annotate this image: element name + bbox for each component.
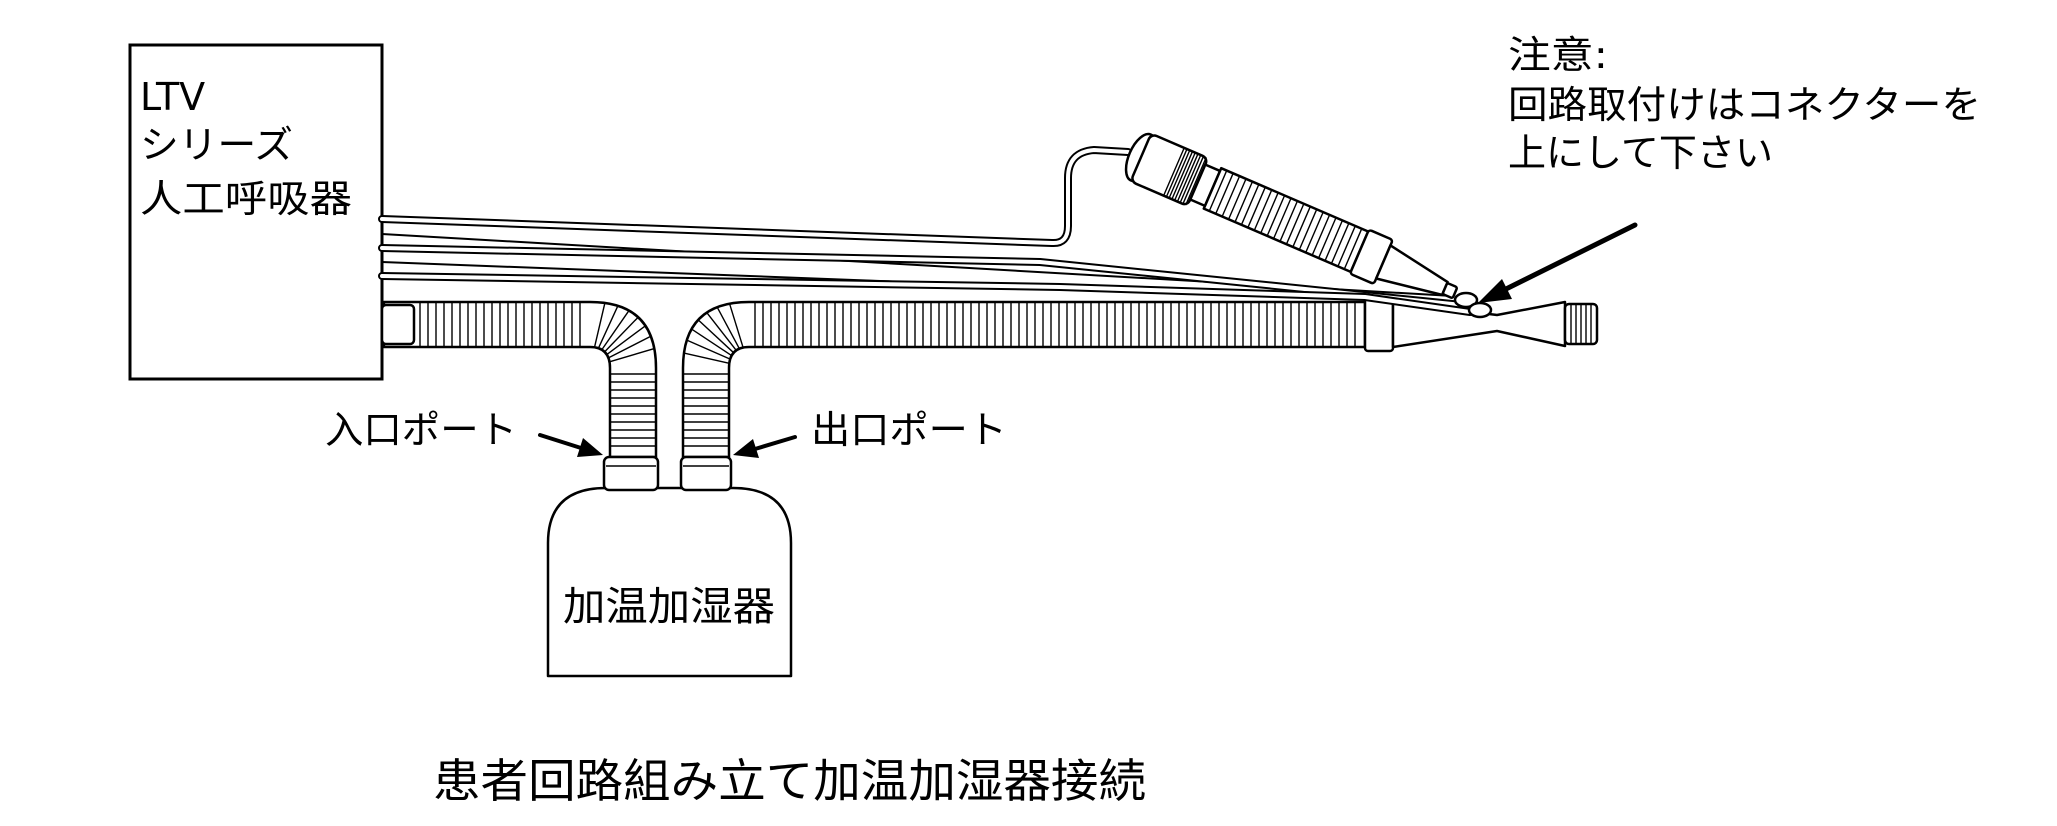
corrugation-line <box>1330 222 1350 264</box>
valve-tube-corrugations <box>1208 170 1363 270</box>
corrugation-line <box>683 352 730 364</box>
inlet-port-callout: 入口ポート <box>325 408 603 457</box>
corrugation-line <box>1272 197 1292 239</box>
patient-wye-connector <box>1363 296 1599 353</box>
sensing-fittings <box>1453 291 1493 319</box>
outlet-port-callout: 出口ポート <box>733 408 1007 458</box>
corrugation-line <box>1215 173 1234 215</box>
sensing-tube-lumen <box>380 246 1464 307</box>
pressure-tube-lumen <box>380 148 1130 246</box>
inlet-arrow-shaft <box>538 433 583 450</box>
knurl-line <box>1176 153 1199 202</box>
corrugation-line <box>1234 181 1254 223</box>
inlet-tube-corrugations <box>419 302 656 447</box>
caution-line-1: 回路取付けはコネクターを <box>1508 83 1981 127</box>
ventilator-label-line-3: 人工呼吸器 <box>140 177 352 221</box>
knurl-line <box>1185 157 1207 206</box>
knurl-line <box>1182 155 1205 205</box>
knurl-line <box>1179 154 1202 204</box>
caution-line-2: 上にして下さい <box>1508 131 1773 175</box>
corrugation-line <box>1208 170 1228 212</box>
outlet-tube <box>681 300 1367 459</box>
caution-arrow-shaft <box>1503 222 1638 292</box>
corrugation-line <box>1343 228 1363 270</box>
ventilator-label-line-2: シリーズ <box>140 123 293 167</box>
knurl-line <box>1162 147 1185 196</box>
knurl-line <box>1171 151 1194 200</box>
corrugation-line <box>1221 175 1241 217</box>
knurl-lines <box>1162 147 1207 206</box>
wye-body <box>1391 300 1567 349</box>
valve-taper <box>1374 244 1449 297</box>
corrugation-line <box>609 347 655 363</box>
corrugation-line <box>601 310 630 351</box>
valve-tip <box>1441 282 1458 299</box>
corrugation-line <box>686 339 731 360</box>
inlet-port-label: 入口ポート <box>325 408 517 452</box>
corrugation-line <box>1311 214 1331 256</box>
ventilator-label-line-1: LTV <box>140 75 205 119</box>
outlet-port-label: 出口ポート <box>811 408 1007 452</box>
diagram-caption: 患者回路組み立て加温加湿器接続 <box>433 754 1146 808</box>
outlet-tube-corrugations <box>683 302 1356 447</box>
knurl-line <box>1165 148 1188 198</box>
sensing-tube-lumen <box>380 274 1472 314</box>
corrugation-line <box>1285 203 1305 245</box>
outlet-arrow-shaft <box>753 435 797 451</box>
corrugation-line <box>1305 211 1324 253</box>
humidifier-body <box>546 486 793 678</box>
outlet-port <box>679 455 733 492</box>
ventilator: LTV シリーズ 人工呼吸器 <box>128 43 384 381</box>
inlet-arrow-head <box>577 438 603 457</box>
corrugation-line <box>728 303 744 348</box>
ventilator-outlet-cuff <box>380 303 416 346</box>
corrugation-line <box>1292 206 1311 248</box>
corrugation-line <box>597 305 619 349</box>
caution-heading: 注意: <box>1508 33 1608 77</box>
corrugation-line <box>593 302 606 348</box>
corrugation-line <box>608 335 652 359</box>
corrugation-line <box>604 316 639 353</box>
corrugation-line <box>697 319 735 354</box>
corrugation-line <box>1227 178 1247 220</box>
corrugation-line <box>1240 184 1260 226</box>
corrugation-line <box>1253 189 1273 231</box>
corrugation-line <box>1337 225 1356 267</box>
corrugation-line <box>691 328 732 357</box>
wye-collar <box>1363 296 1395 353</box>
corrugation-line <box>1324 220 1344 262</box>
humidifier: 加温加湿器 <box>546 455 793 678</box>
ventilator-box <box>128 43 384 381</box>
caution-note: 注意: 回路取付けはコネクターを 上にして下さい <box>1478 33 1981 303</box>
corrugation-line <box>606 325 646 356</box>
corrugation-line <box>1260 192 1279 234</box>
exhalation-valve-assembly <box>1124 132 1458 299</box>
caution-arrow-head <box>1478 279 1512 303</box>
corrugation-line <box>1279 200 1299 242</box>
inlet-tube <box>380 300 658 459</box>
sensing-fitting <box>1453 291 1479 309</box>
pressure-tube-outline <box>378 146 1132 248</box>
sensing-fitting <box>1467 301 1493 319</box>
corrugation-line <box>1266 195 1286 237</box>
wye-threads <box>1570 304 1592 344</box>
inlet-port <box>602 455 660 492</box>
corrugation-line <box>1247 186 1266 228</box>
corrugation-line <box>1317 217 1337 259</box>
outlet-arrow-head <box>733 439 759 458</box>
humidifier-label: 加温加湿器 <box>563 584 775 630</box>
knurl-line <box>1174 152 1196 201</box>
sensing-lines <box>378 146 1474 316</box>
knurl-line <box>1168 149 1191 199</box>
outlet-tube-body <box>681 300 1367 459</box>
corrugation-line <box>706 312 737 351</box>
corrugation-line <box>1298 209 1318 251</box>
corrugation-line <box>716 306 740 349</box>
